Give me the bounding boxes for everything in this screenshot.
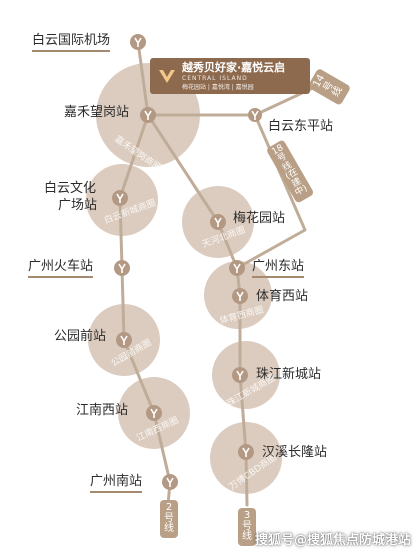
station-baiyun-culture-2: 广场站: [58, 198, 98, 213]
station-baiyun-dongping: 白云东平站: [268, 119, 334, 134]
station-gongyuanqian: 公园前站: [54, 329, 107, 344]
station-icon-east: [229, 260, 245, 276]
station-guangzhou-east: 广州东站: [252, 259, 305, 278]
station-icon-railway: [114, 260, 130, 276]
station-baiyun-culture-1: 白云文化: [44, 181, 97, 196]
station-guangzhou-railway: 广州火车站: [28, 259, 94, 278]
station-jiangnan-xi: 江南西站: [76, 403, 129, 418]
station-icon-dongping: [248, 108, 262, 122]
station-zhujiang-newtown: 珠江新城站: [256, 367, 322, 382]
station-icon-south: [162, 474, 178, 490]
line-tag-2: 2号线: [160, 500, 178, 538]
station-icon-meihua: [210, 214, 226, 230]
line-3-north: [118, 40, 172, 507]
station-baiyun-airport: 白云国际机场: [32, 33, 111, 52]
watermark: 搜狐号@搜狐焦点防城港站: [254, 533, 411, 548]
project-subtitle: 梅花园站 | 嘉悦湾 | 嘉悦园: [182, 83, 254, 91]
station-icon-tiyu: [232, 288, 248, 304]
project-badge: 越秀贝好家·嘉悦云启 CENTRAL ISLAND 梅花园站 | 嘉悦湾 | 嘉…: [150, 58, 310, 94]
station-hanxi: 汉溪长隆站: [262, 445, 328, 460]
station-icon-hanxi: [238, 444, 254, 460]
station-icon-jiangnan: [146, 405, 162, 421]
project-title: 越秀贝好家·嘉悦云启: [182, 61, 286, 75]
station-meihuayuan: 梅花园站: [233, 211, 286, 226]
logo-icon: [156, 65, 178, 87]
station-icon-gongyuan: [116, 332, 132, 348]
station-icon-jiahe: [140, 107, 156, 123]
station-jiahe: 嘉禾望岗站: [64, 105, 130, 120]
station-icon-zhujiang: [232, 367, 248, 383]
station-guangzhou-south: 广州南站: [90, 474, 143, 493]
station-tiyu-xi: 体育西站: [256, 289, 309, 304]
station-icons: [112, 34, 262, 490]
station-icon-culture: [112, 190, 128, 206]
line-tag-3: 3号线: [238, 508, 256, 546]
project-english: CENTRAL ISLAND: [182, 74, 248, 82]
station-icon-airport: [130, 34, 146, 50]
